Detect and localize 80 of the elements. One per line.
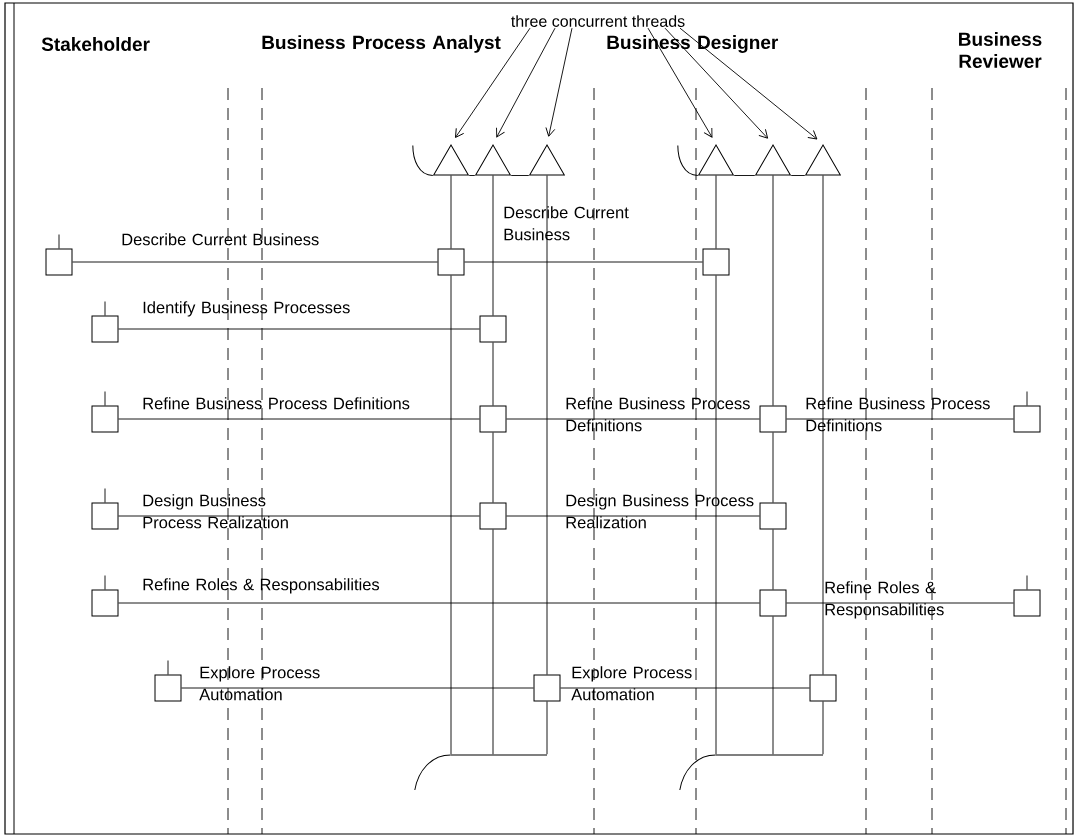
activity-box	[479, 502, 507, 530]
lane-header: Stakeholder	[41, 37, 150, 51]
activity-box	[759, 502, 787, 530]
thread-line	[715, 275, 717, 755]
edge-label: Identify Business Processes	[143, 301, 350, 317]
activity-box	[1013, 575, 1041, 617]
thread-line	[772, 616, 774, 755]
edge-label: Refine Business Process Definitions	[143, 397, 410, 410]
leader-arrow	[679, 27, 818, 140]
connector-line	[786, 602, 1014, 604]
lane-header: Business Reviewer	[959, 32, 1042, 68]
thread-line	[772, 432, 774, 503]
fork-bar	[468, 175, 476, 176]
connector-line	[506, 418, 760, 420]
fork-bar	[510, 175, 530, 176]
fork-bar	[790, 175, 806, 176]
leader-arrow	[664, 27, 769, 139]
thread-line	[492, 342, 494, 406]
thread-triangle	[677, 144, 734, 176]
annotation-text: three concurrent threads	[511, 15, 685, 27]
connector-line	[72, 261, 438, 263]
activity-box	[809, 674, 837, 702]
activity-box	[154, 660, 182, 702]
thread-line	[772, 529, 774, 590]
edge-label: Refine Business Process Definitions	[806, 397, 990, 432]
thread-triangle	[529, 144, 565, 176]
activity-box	[91, 575, 119, 617]
edge-label: Describe Current Business	[122, 233, 319, 246]
edge-label: Refine Business Process Definitions	[566, 397, 750, 432]
thread-line	[492, 432, 494, 503]
leader-arrow	[545, 27, 573, 137]
activity-box	[479, 405, 507, 433]
edge-label: Describe Current Business	[504, 206, 629, 241]
activity-box	[1013, 391, 1041, 433]
activity-box	[533, 674, 561, 702]
edge-label: Explore Process Automation	[199, 666, 320, 701]
activity-box	[759, 405, 787, 433]
thread-line	[492, 175, 494, 316]
thread-triangle	[805, 144, 841, 176]
connector-line	[118, 328, 480, 330]
activity-box	[91, 301, 119, 343]
activity-box	[479, 315, 507, 343]
connector-line	[118, 418, 480, 420]
connector-line	[181, 687, 534, 689]
connector-line	[560, 687, 810, 689]
edge-label: Refine Roles & Responsabilities	[825, 581, 944, 619]
edge-label: Design Business Process Realization	[566, 494, 754, 529]
thread-triangle	[412, 144, 469, 176]
connector-line	[786, 418, 1014, 420]
thread-line	[450, 175, 452, 249]
connector-line	[464, 261, 703, 263]
fork-bar	[733, 175, 756, 176]
thread-triangle	[755, 144, 791, 176]
activity-box	[91, 488, 119, 530]
thread-line	[492, 529, 494, 755]
activity-box	[702, 248, 730, 276]
activity-box	[437, 248, 465, 276]
edge-label: Explore Process Automation	[571, 666, 692, 701]
thread-line	[450, 275, 452, 755]
join-bar	[414, 754, 547, 791]
thread-line	[546, 175, 548, 675]
connector-line	[118, 515, 480, 517]
activity-box	[759, 589, 787, 617]
thread-line	[822, 175, 824, 675]
thread-triangle	[475, 144, 511, 176]
leader-arrow	[455, 27, 531, 138]
thread-line	[822, 701, 824, 755]
lane-header: Business Process Analyst	[262, 35, 501, 53]
join-bar	[679, 754, 823, 791]
thread-line	[546, 701, 548, 755]
connector-line	[506, 515, 760, 517]
edge-label: Design Business Process Realization	[143, 494, 288, 529]
activity-box	[45, 234, 73, 276]
leader-arrow	[647, 27, 713, 138]
activity-box	[91, 391, 119, 433]
connector-line	[118, 602, 760, 604]
thread-line	[715, 175, 717, 249]
edge-label: Refine Roles & Responsabilities	[143, 578, 380, 594]
thread-line	[772, 175, 774, 406]
leader-arrow	[496, 27, 556, 138]
